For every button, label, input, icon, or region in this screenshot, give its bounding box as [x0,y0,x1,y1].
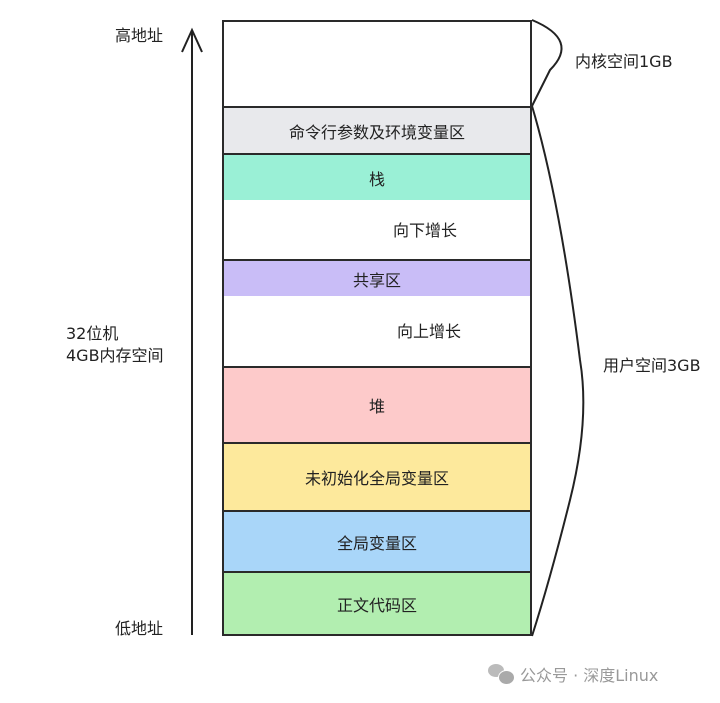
segment-label: 全局变量区 [336,533,417,553]
segment-label: 命令行参数及环境变量区 [288,122,465,142]
segment-text: 正文代码区 [222,571,532,636]
kernel-space-label: 内核空间1GB [575,52,673,71]
machine-label-1: 32位机 [66,324,119,343]
segment-gap-2 [222,296,532,368]
watermark-text: 公众号 · 深度Linux [520,666,659,685]
high-address-label: 高地址 [115,26,164,45]
segment-stack: 栈 [222,153,532,202]
watermark: 公众号 · 深度Linux [488,662,658,686]
wechat-icon [488,664,515,685]
segment-shared: 共享区 [222,259,532,298]
segment-label: 共享区 [352,270,401,290]
low-address-label: 低地址 [115,619,164,638]
address-axis-arrowhead [181,27,203,53]
grow-up-label: 向上增长 [397,322,462,341]
machine-label-2: 4GB内存空间 [66,346,164,365]
user-space-label: 用户空间3GB [603,356,701,375]
segment-label: 堆 [368,397,385,416]
segment-gap-1 [222,200,532,261]
segment-cmdline-env: 命令行参数及环境变量区 [222,106,532,155]
segment-bss: 未初始化全局变量区 [222,442,532,512]
segment-label: 未初始化全局变量区 [304,469,449,488]
segment-label: 栈 [368,169,385,189]
segment-data: 全局变量区 [222,510,532,573]
segment-kernel [222,20,532,108]
kernel-brace [531,19,563,107]
segment-label: 正文代码区 [336,595,417,615]
segment-heap: 堆 [222,366,532,444]
grow-down-label: 向下增长 [393,221,458,240]
user-brace [531,105,585,637]
